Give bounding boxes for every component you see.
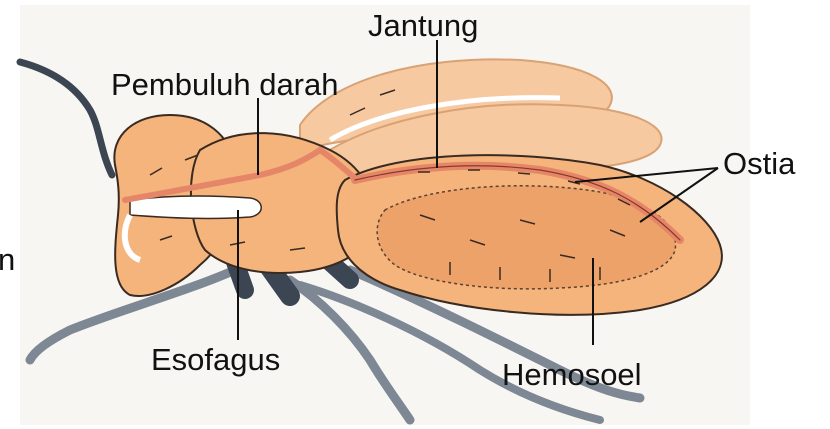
label-edge-fragment: n [0, 242, 15, 277]
label-ostia: Ostia [723, 146, 796, 181]
label-jantung: Jantung [368, 8, 478, 43]
label-pembuluh-darah: Pembuluh darah [111, 67, 339, 102]
arrow [518, 173, 530, 174]
label-esofagus: Esofagus [151, 342, 280, 377]
label-hemosoel: Hemosoel [502, 357, 642, 392]
esophagus-tube [130, 196, 261, 219]
